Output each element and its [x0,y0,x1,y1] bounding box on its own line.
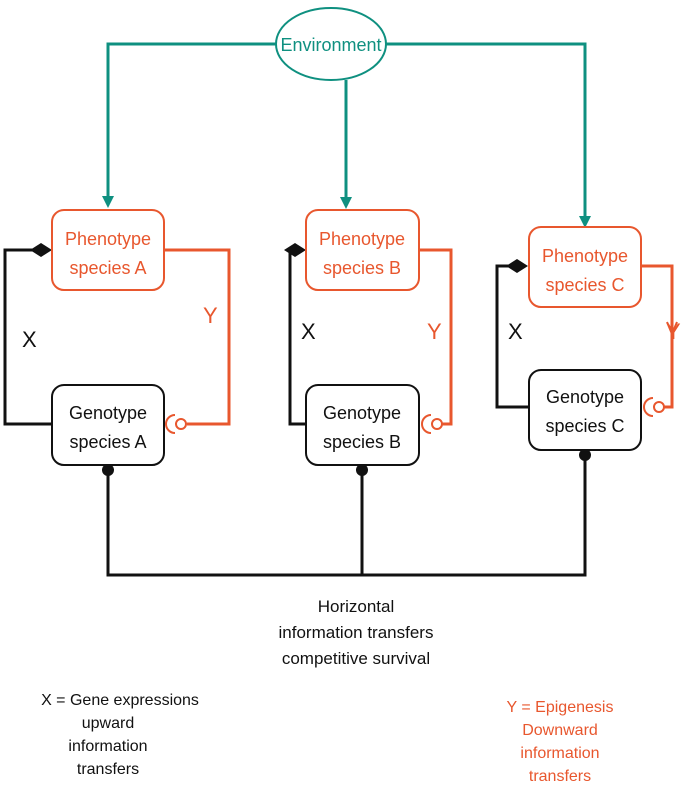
x-label-a: X [22,327,37,352]
legend-x-line1: X = Gene expressions [41,692,199,709]
species-b-group: Phenotype species B Genotype species B X… [284,209,453,466]
y-loop-a [164,248,231,426]
environment-connectors [102,42,591,228]
species-c-group: Phenotype species C Genotype species C X… [495,226,681,451]
legend-y-line4: transfers [529,768,591,785]
y-label-b: Y [427,319,442,344]
caption-line3: competitive survival [282,649,430,668]
legend-x-line3: information [68,738,147,755]
x-loop-a [3,248,52,426]
genotype-a-line1: Genotype [69,403,147,423]
genotype-c-line2: species C [545,416,624,436]
x-diamond-head-b [284,243,306,257]
environment-node: Environment [275,7,387,81]
y-socket-head-a [175,418,187,430]
horizontal-transfer-bus [106,455,587,577]
env-to-phenotype-c-arrow [386,42,591,228]
x-label-c: X [508,319,523,344]
phenotype-a-line2: species A [69,258,146,278]
env-to-phenotype-a-arrow [102,42,277,208]
genotype-b-line2: species B [323,432,401,452]
bus-line [106,455,587,577]
bus-dot-b [356,464,368,476]
phenotype-b-box [305,209,420,291]
x-diamond-head-c [506,259,528,273]
caption-line2: information transfers [279,623,434,642]
y-label-c: Y [666,319,681,344]
genotype-a-line2: species A [69,432,146,452]
phenotype-c-box [528,226,642,308]
y-socket-head-b [431,418,443,430]
x-label-b: X [301,319,316,344]
genotype-c-line1: Genotype [546,387,624,407]
bus-dot-c [579,449,591,461]
genotype-c-box [528,369,642,451]
legend-y-line3: information [520,745,599,762]
legend-y-line1: Y = Epigenesis [507,699,614,716]
phenotype-c-line1: Phenotype [542,246,628,266]
genotype-b-box [305,384,420,466]
y-socket-head-c [653,401,665,413]
legend-x-line2: upward [82,715,134,732]
legend-x: X = Gene expressions upward information … [41,692,199,778]
genotype-b-line1: Genotype [323,403,401,423]
phenotype-b-line2: species B [323,258,401,278]
environment-label: Environment [280,35,381,55]
x-loop-c [495,264,529,409]
phenotype-c-line2: species C [545,275,624,295]
y-arrow-tick-c [666,321,678,337]
legend-y: Y = Epigenesis Downward information tran… [507,699,614,785]
genotype-a-box [51,384,165,466]
x-diamond-head-a [30,243,52,257]
phenotype-b-line1: Phenotype [319,229,405,249]
phenotype-a-line1: Phenotype [65,229,151,249]
legend-x-line4: transfers [77,761,139,778]
caption-line1: Horizontal [318,597,395,616]
y-loop-b [419,248,453,426]
species-a-group: Phenotype species A Genotype species A X… [3,209,231,466]
phenotype-a-box [51,209,165,291]
horizontal-caption: Horizontal information transfers competi… [279,597,434,668]
legend-y-line2: Downward [522,722,598,739]
y-label-a: Y [203,303,218,328]
bus-dot-a [102,464,114,476]
